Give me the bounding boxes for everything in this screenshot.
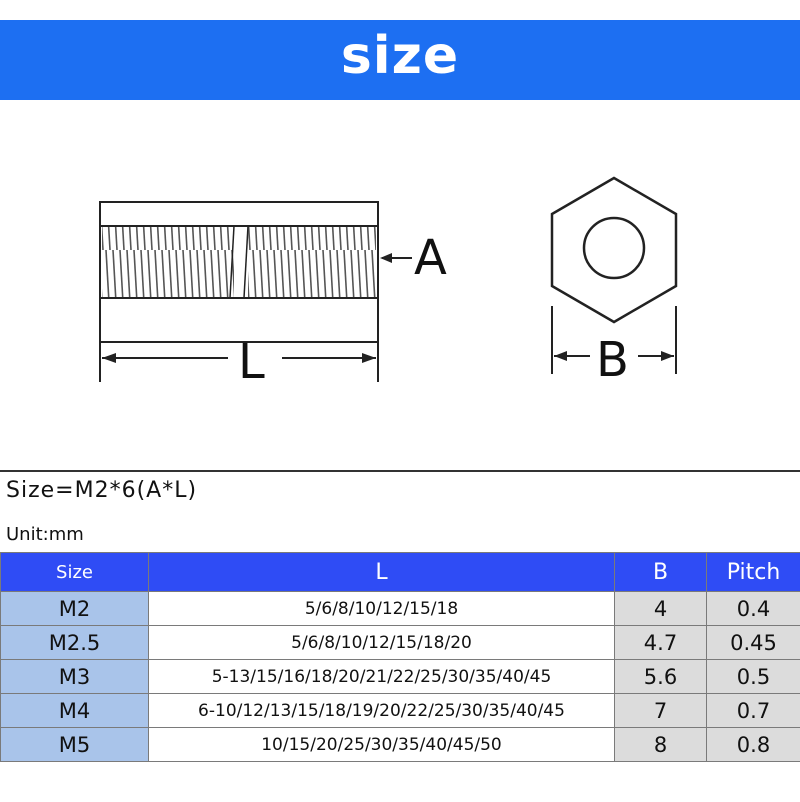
table-header-row: Size L B Pitch xyxy=(1,553,800,592)
thread-left xyxy=(102,226,234,298)
hex-bore xyxy=(584,218,644,278)
dimension-a: A xyxy=(380,230,447,286)
table-row: M2 5/6/8/10/12/15/18 4 0.4 xyxy=(1,592,800,626)
label-a: A xyxy=(414,230,447,286)
banner-title: size xyxy=(341,26,459,86)
cell-l: 10/15/20/25/30/35/40/45/50 xyxy=(149,728,615,762)
cell-b: 4 xyxy=(615,592,707,626)
cell-l: 6-10/12/13/15/18/19/20/22/25/30/35/40/45 xyxy=(149,694,615,728)
cell-l: 5-13/15/16/18/20/21/22/25/30/35/40/45 xyxy=(149,660,615,694)
label-l: L xyxy=(238,334,265,390)
cell-pitch: 0.5 xyxy=(707,660,800,694)
title-banner: size xyxy=(0,20,800,100)
table-row: M5 10/15/20/25/30/35/40/45/50 8 0.8 xyxy=(1,728,800,762)
cell-b: 4.7 xyxy=(615,626,707,660)
cell-l: 5/6/8/10/12/15/18 xyxy=(149,592,615,626)
cell-size: M3 xyxy=(1,660,149,694)
cell-size: M2.5 xyxy=(1,626,149,660)
cell-pitch: 0.8 xyxy=(707,728,800,762)
cell-l: 5/6/8/10/12/15/18/20 xyxy=(149,626,615,660)
cell-size: M4 xyxy=(1,694,149,728)
thread-right xyxy=(248,226,376,298)
header-size: Size xyxy=(1,553,149,592)
header-pitch: Pitch xyxy=(707,553,800,592)
header-l: L xyxy=(149,553,615,592)
table-row: M4 6-10/12/13/15/18/19/20/22/25/30/35/40… xyxy=(1,694,800,728)
table-row: M2.5 5/6/8/10/12/15/18/20 4.7 0.45 xyxy=(1,626,800,660)
hex-view xyxy=(552,178,676,322)
cell-size: M2 xyxy=(1,592,149,626)
size-example: Size=M2*6(A*L) xyxy=(6,478,197,503)
unit-label: Unit:mm xyxy=(6,524,84,545)
cell-size: M5 xyxy=(1,728,149,762)
cell-pitch: 0.7 xyxy=(707,694,800,728)
cell-b: 5.6 xyxy=(615,660,707,694)
side-view xyxy=(100,202,378,342)
cell-pitch: 0.45 xyxy=(707,626,800,660)
spec-section: Size=M2*6(A*L) Unit:mm Size L B Pitch M2… xyxy=(0,470,800,802)
table-row: M3 5-13/15/16/18/20/21/22/25/30/35/40/45… xyxy=(1,660,800,694)
cell-b: 7 xyxy=(615,694,707,728)
spec-table: Size L B Pitch M2 5/6/8/10/12/15/18 4 0.… xyxy=(0,552,800,762)
cell-b: 8 xyxy=(615,728,707,762)
label-b: B xyxy=(596,332,629,388)
header-b: B xyxy=(615,553,707,592)
cell-pitch: 0.4 xyxy=(707,592,800,626)
standoff-diagram: A L B xyxy=(0,110,800,460)
